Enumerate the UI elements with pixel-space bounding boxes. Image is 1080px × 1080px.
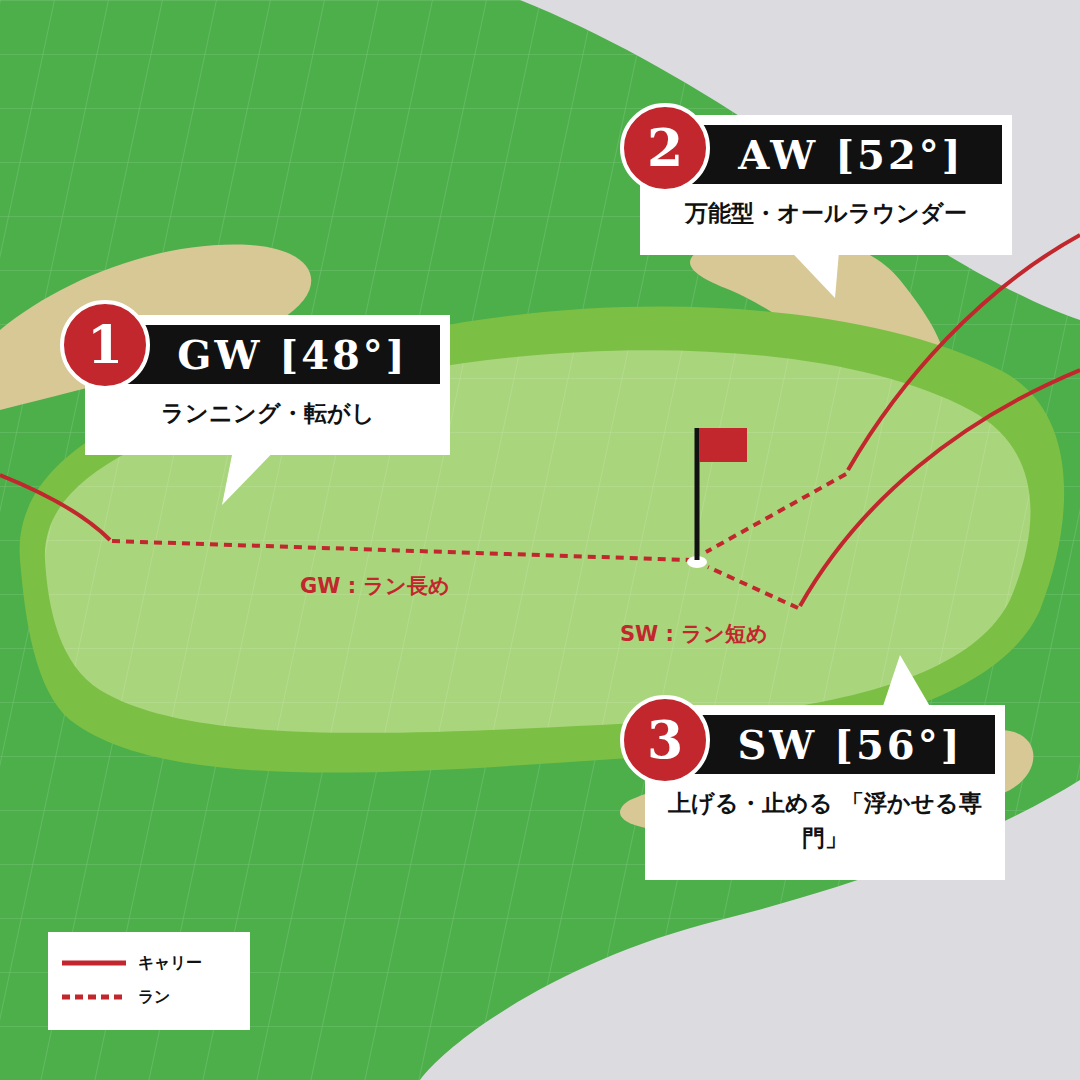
green-grid — [45, 350, 1031, 733]
flag-pole — [695, 428, 700, 560]
callout-number: 3 — [620, 695, 710, 785]
legend-line — [62, 961, 126, 966]
shot-paths — [0, 235, 1080, 608]
flag-cloth — [699, 428, 747, 462]
legend-sample — [62, 957, 126, 969]
club-description: 上げる・止める 「浮かせる専門」 — [655, 774, 995, 869]
legend-line — [62, 995, 126, 1000]
legend-row: ラン — [62, 980, 236, 1014]
gw-carry — [0, 475, 110, 540]
callout-number: 2 — [620, 103, 710, 193]
legend: キャリーラン — [48, 932, 250, 1030]
putting-green — [45, 350, 1031, 733]
gw-run — [112, 541, 690, 560]
legend-row: キャリー — [62, 946, 236, 980]
callout-number: 1 — [60, 300, 150, 390]
legend-text: ラン — [138, 987, 170, 1008]
club-description: ランニング・転がし — [95, 384, 440, 445]
aw-run — [706, 474, 846, 552]
legend-text: キャリー — [138, 953, 202, 974]
flag — [687, 428, 747, 568]
sw-carry — [800, 370, 1080, 606]
club-description: 万能型・オールラウンダー — [650, 184, 1002, 245]
green-collar — [20, 307, 1065, 773]
sw-run — [708, 567, 798, 608]
legend-sample — [62, 991, 126, 1003]
callout-tails — [222, 240, 935, 715]
run-label: GW : ラン長め — [300, 572, 450, 600]
run-label: SW : ラン短め — [620, 620, 768, 648]
aw-carry — [848, 235, 1080, 470]
